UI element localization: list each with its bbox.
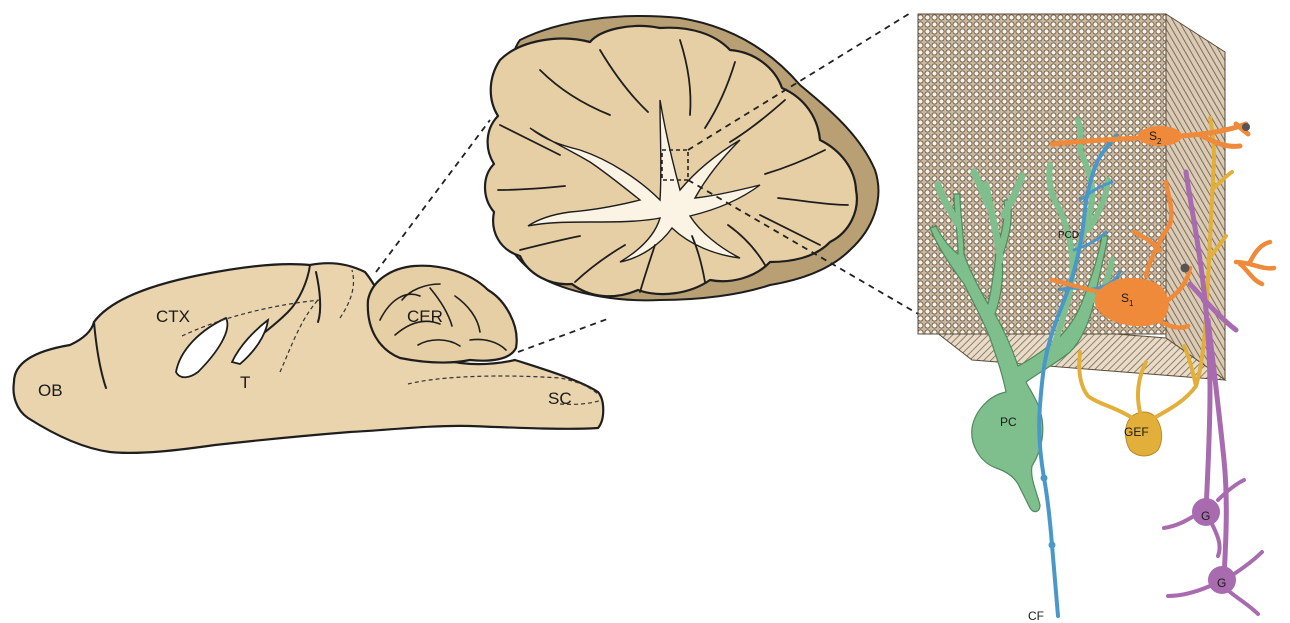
label-ob: OB [38, 381, 63, 400]
sagittal-brain [14, 263, 604, 453]
label-g-lower: G [1217, 576, 1226, 590]
label-gef: GEF [1124, 425, 1149, 439]
brain-body [14, 263, 604, 453]
cerebellum-enlarged [485, 16, 878, 300]
label-cf: CF [1028, 609, 1044, 623]
label-sc: SC [548, 389, 572, 408]
label-ctx: CTX [156, 307, 190, 326]
label-cer: CER [407, 307, 443, 326]
label-pcd: PCD [1058, 230, 1079, 241]
label-t: T [240, 373, 250, 392]
label-g-upper: G [1201, 509, 1210, 523]
label-pc: PC [1000, 415, 1017, 429]
